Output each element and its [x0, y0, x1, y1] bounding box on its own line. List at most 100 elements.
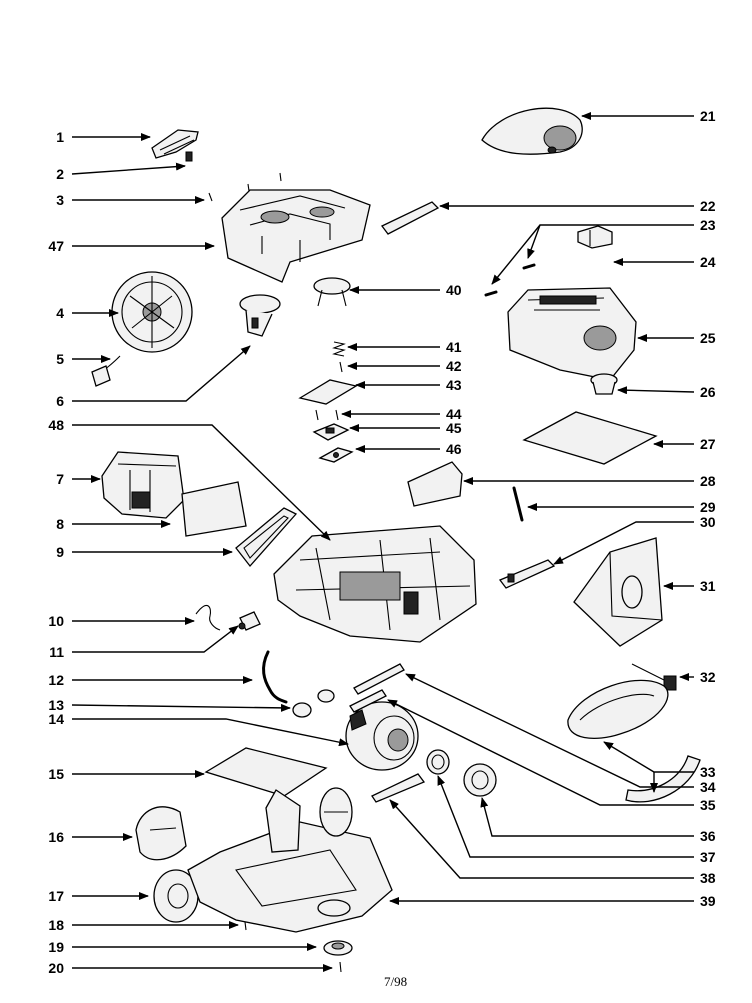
label-part-32: 32	[700, 669, 716, 685]
part-20-screw	[339, 961, 342, 973]
label-part-13: 13	[48, 697, 64, 713]
leader-part-38	[389, 799, 694, 879]
leader-part-36	[480, 797, 694, 837]
label-part-40: 40	[446, 282, 462, 298]
label-part-2: 2	[56, 166, 64, 182]
part-42-screw	[339, 361, 343, 373]
part-2-clip	[185, 151, 193, 162]
label-part-31: 31	[700, 578, 716, 594]
label-part-38: 38	[700, 870, 716, 886]
label-part-16: 16	[48, 829, 64, 845]
leader-part-34	[405, 673, 694, 788]
part-33-bumper	[567, 679, 701, 803]
label-part-28: 28	[700, 473, 716, 489]
label-part-19: 19	[48, 939, 64, 955]
label-part-22: 22	[700, 198, 716, 214]
leader-part-14	[72, 718, 349, 747]
label-part-46: 46	[446, 441, 462, 457]
leader-part-11	[72, 625, 239, 653]
label-part-24: 24	[700, 254, 716, 270]
label-part-48: 48	[48, 417, 64, 433]
part-39-base	[187, 789, 393, 933]
part-27-filter-panel	[522, 411, 658, 465]
part-11-switch	[238, 611, 261, 631]
label-part-26: 26	[700, 384, 716, 400]
part-15-filter	[204, 747, 328, 797]
label-part-9: 9	[56, 544, 64, 560]
part-39-wheel	[319, 787, 353, 837]
part-7-motor-cover	[101, 451, 185, 519]
part-45-switch	[312, 423, 350, 441]
part-30-bracket	[498, 559, 556, 589]
part-6-clamp	[239, 294, 281, 337]
part-28-window	[407, 461, 463, 507]
part-32-tab	[631, 663, 677, 691]
label-part-7: 7	[56, 471, 64, 487]
part-43-plate	[298, 379, 358, 405]
label-part-6: 6	[56, 393, 64, 409]
part-21-dome-cover	[481, 107, 583, 155]
label-part-15: 15	[48, 766, 64, 782]
label-part-45: 45	[446, 420, 462, 436]
part-drawings	[91, 107, 701, 973]
label-part-36: 36	[700, 828, 716, 844]
label-part-18: 18	[48, 917, 64, 933]
label-part-27: 27	[700, 436, 716, 452]
footer-code: 7/98	[384, 974, 407, 989]
label-part-30: 30	[700, 514, 716, 530]
label-part-21: 21	[700, 108, 716, 124]
leader-part-33	[603, 741, 694, 773]
part-37-ring	[426, 749, 450, 775]
label-part-41: 41	[446, 339, 462, 355]
part-13-bushings	[292, 689, 335, 718]
part-35-bracket	[349, 689, 387, 713]
label-part-34: 34	[700, 779, 716, 795]
part-26-cup	[590, 373, 618, 395]
part-23-pins	[484, 263, 536, 297]
part-8-filter	[181, 481, 247, 537]
part-10-wire	[195, 604, 221, 631]
leader-part-30	[553, 521, 694, 565]
leader-part-37	[437, 775, 694, 858]
part-40-handle	[313, 277, 351, 307]
label-part-33: 33	[700, 764, 716, 780]
part-14-motor	[345, 701, 419, 771]
leader-part-2	[71, 162, 186, 175]
label-part-39: 39	[700, 893, 716, 909]
label-part-29: 29	[700, 499, 716, 515]
label-part-4: 4	[56, 305, 64, 321]
part-31-dust-bag	[573, 537, 663, 647]
part-4-cord-reel	[111, 271, 193, 353]
label-part-1: 1	[56, 129, 64, 145]
leader-part-26	[617, 386, 695, 395]
part-41-spring	[332, 341, 346, 357]
part-47-top-cover	[221, 189, 371, 283]
label-part-35: 35	[700, 797, 716, 813]
part-25-rear-housing	[507, 287, 637, 381]
part-46-contact	[318, 447, 354, 463]
part-38-bar	[371, 773, 426, 803]
label-part-25: 25	[700, 330, 716, 346]
label-part-47: 47	[48, 238, 64, 254]
leader-part-13	[71, 703, 291, 712]
part-29-pin	[512, 486, 524, 522]
leader-part-48	[72, 424, 331, 541]
label-part-37: 37	[700, 849, 716, 865]
label-part-43: 43	[446, 377, 462, 393]
part-19-caster	[323, 940, 353, 956]
leader-part-35	[387, 699, 694, 806]
label-part-10: 10	[48, 613, 64, 629]
part-18-screw	[244, 921, 247, 931]
label-part-17: 17	[48, 888, 64, 904]
label-part-44: 44	[446, 406, 462, 422]
part-24-button	[577, 225, 613, 249]
label-part-11: 11	[49, 644, 64, 660]
part-48-main-body	[273, 525, 477, 643]
part-1-latch	[151, 129, 199, 159]
part-17-wheel	[153, 869, 199, 923]
part-34-bar	[353, 663, 405, 695]
leader-part-6	[72, 345, 251, 402]
part-22-rod	[381, 201, 440, 235]
part-9-gasket	[235, 507, 298, 568]
